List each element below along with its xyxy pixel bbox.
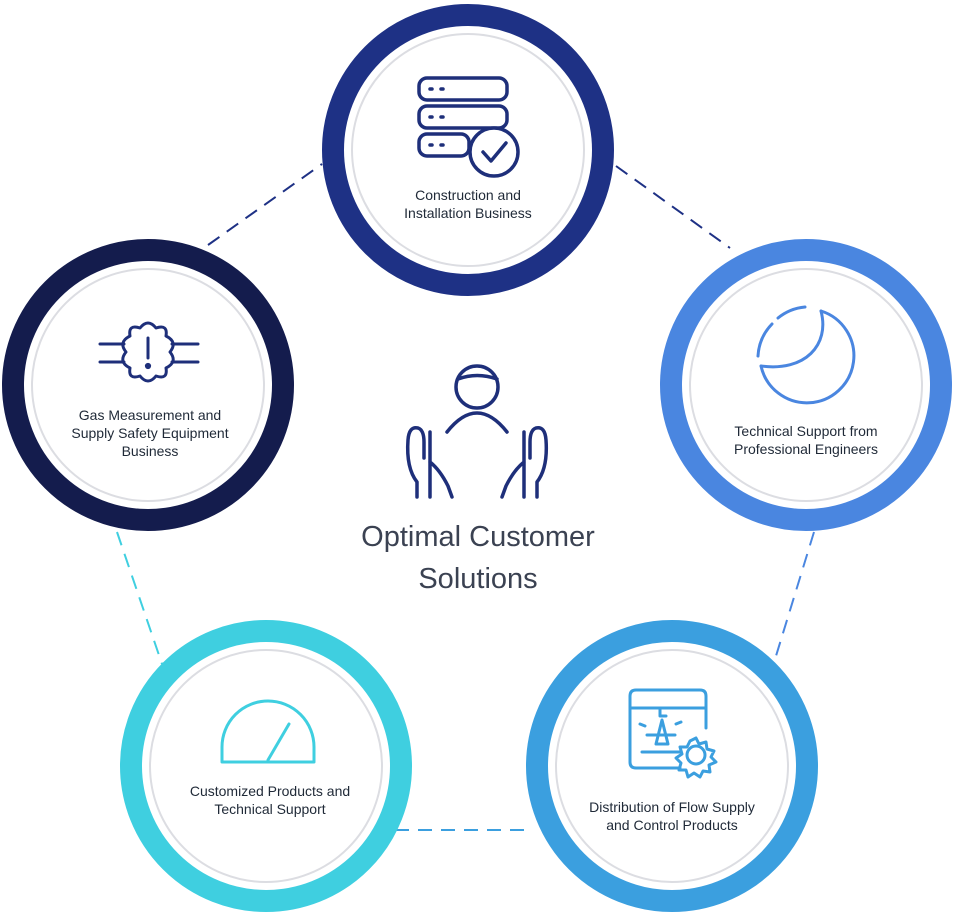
node-technical-support: Technical Support from Professional Engi… (660, 239, 952, 531)
node-customized-products-label-line-1: Customized Products and (190, 783, 350, 799)
center-hub: Optimal Customer Solutions (361, 364, 595, 595)
node-distribution-label-line-1: Distribution of Flow Supply (589, 799, 755, 815)
node-technical-support-inner-ring (689, 268, 923, 502)
node-customized-products-label-line-2: Technical Support (214, 801, 325, 817)
sticker-pie-icon (756, 305, 856, 405)
node-gas-measurement-inner-ring (31, 268, 265, 502)
node-construction-label-line-2: Installation Business (404, 205, 532, 221)
pipe-warning-icon (98, 321, 200, 383)
node-technical-support-label-line-1: Technical Support from (734, 423, 877, 439)
node-gas-measurement-label-line-3: Business (122, 443, 179, 459)
server-check-icon (417, 76, 520, 178)
connector-construction-to-support (615, 165, 731, 249)
node-gas-measurement-label-line-2: Supply Safety Equipment (71, 425, 228, 441)
hands-person-icon (405, 364, 549, 499)
node-technical-support-label-line-2: Professional Engineers (734, 441, 878, 457)
flow-valve-gear-icon (628, 688, 718, 779)
connector-gas-to-construction (207, 163, 323, 246)
connector-customized-to-gas (116, 531, 163, 665)
node-customized-products-inner-ring (149, 649, 383, 883)
center-title-line-1: Optimal Customer (361, 521, 595, 553)
center-title-line-2: Solutions (418, 563, 537, 595)
node-distribution-label-line-2: and Control Products (606, 817, 738, 833)
node-distribution: Distribution of Flow Supply and Control … (526, 620, 818, 912)
node-construction: Construction and Installation Business (322, 4, 614, 296)
node-distribution-inner-ring (555, 649, 789, 883)
connector-support-to-distribution (775, 531, 815, 657)
gauge-icon (220, 699, 316, 764)
node-gas-measurement: Gas Measurement and Supply Safety Equipm… (2, 239, 294, 531)
node-customized-products: Customized Products and Technical Suppor… (120, 620, 412, 912)
node-gas-measurement-label-line-1: Gas Measurement and (79, 407, 221, 423)
node-construction-label-line-1: Construction and (415, 187, 521, 203)
